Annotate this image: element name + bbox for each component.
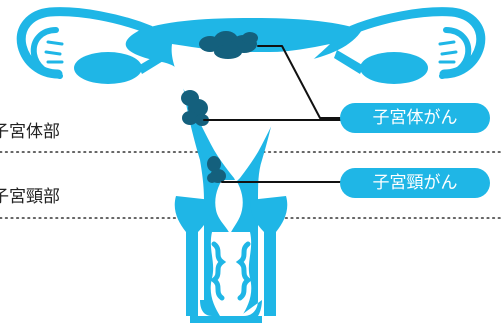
label-cervix: 子宮頸部 bbox=[0, 182, 60, 207]
callout-corpus-cancer: 子宮体がん bbox=[340, 103, 490, 133]
callout-cervical-cancer: 子宮頸がん bbox=[340, 168, 490, 198]
label-corpus: 子宮体部 bbox=[0, 117, 60, 142]
